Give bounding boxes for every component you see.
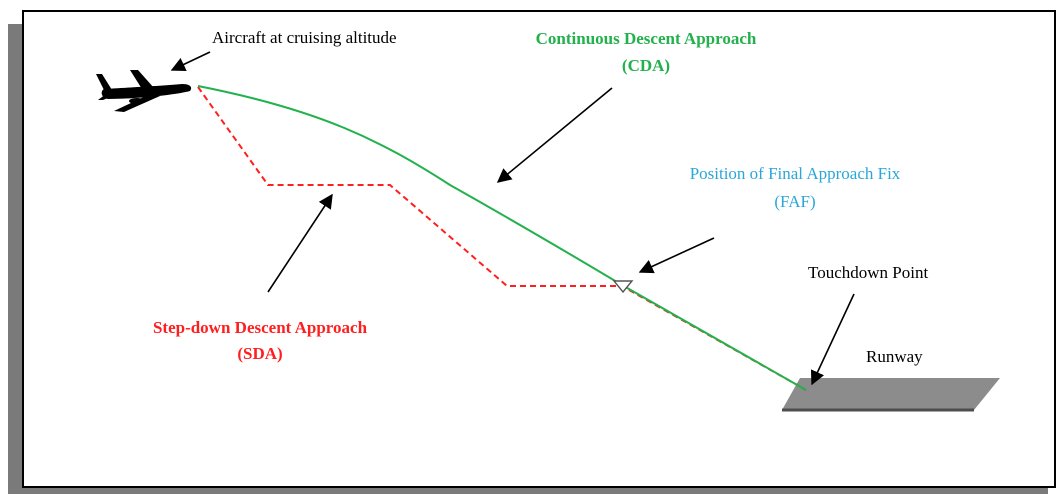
cda-path: [197, 85, 807, 391]
cda-arrow: [496, 87, 613, 183]
aircraft-icon: [96, 70, 192, 112]
faf-label-abbr: (FAF): [774, 192, 816, 211]
sda-arrow: [267, 193, 333, 293]
faf-label-title: Position of Final Approach Fix: [689, 164, 901, 183]
runway-label: Runway: [866, 347, 923, 366]
cda-label-abbr: (CDA): [621, 56, 671, 75]
triangle-marker-icon: [612, 280, 634, 294]
touchdown-label: Touchdown Point: [808, 263, 929, 282]
touchdown-arrow: [810, 293, 855, 386]
sda-label-title: Step-down Descent Approach: [152, 318, 368, 337]
sda-path: [197, 86, 807, 391]
runway-shape: [782, 378, 1000, 410]
sda-label-abbr: (SDA): [237, 344, 283, 363]
faf-arrow: [638, 237, 715, 274]
aircraft-label: Aircraft at cruising altitude: [212, 28, 397, 47]
cda-label-title: Continuous Descent Approach: [535, 29, 757, 48]
aircraft-arrow: [170, 51, 211, 71]
